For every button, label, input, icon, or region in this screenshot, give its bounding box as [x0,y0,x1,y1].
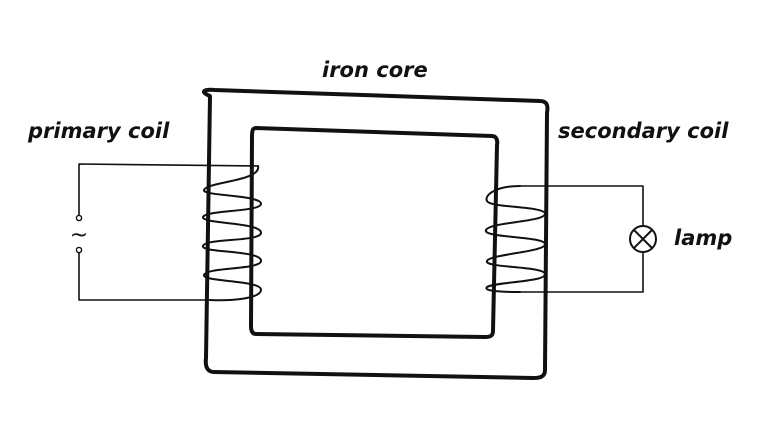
iron-core-inner [249,126,500,339]
label-secondary-coil: secondary coil [558,119,729,143]
primary-wire-top [78,163,259,216]
label-primary-coil: primary coil [28,119,170,143]
label-lamp: lamp [674,226,733,250]
label-iron-core: iron core [322,58,428,82]
primary-coil [201,165,263,302]
ac-source-terminals [75,214,83,254]
secondary-wire-top [519,185,644,227]
lamp-icon [629,225,657,253]
ac-source-symbol: ~ [70,223,88,248]
iron-core-outer [202,87,550,380]
primary-wire-bottom [78,250,211,301]
secondary-coil [484,185,547,293]
secondary-wire-bottom [519,251,644,293]
